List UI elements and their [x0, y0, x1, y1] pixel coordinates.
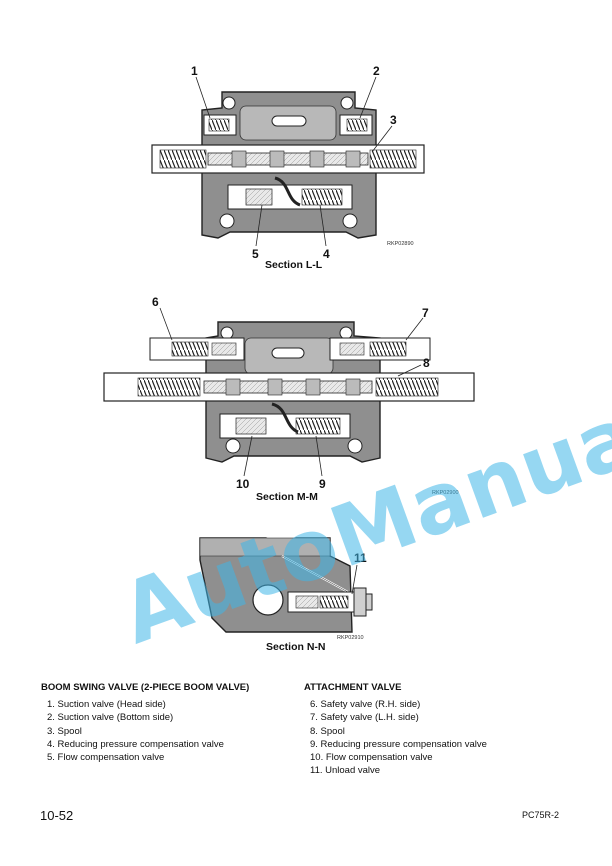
section-ll-ref-code: RKP02890 — [387, 241, 414, 247]
section-nn-drawing — [199, 537, 373, 633]
section-ll-callout-4: 4 — [323, 247, 330, 261]
section-nn-leaders — [351, 564, 358, 595]
page-number: 10-52 — [40, 808, 74, 823]
legend-item: 5. Flow compensation valve — [47, 752, 165, 764]
section-ll-leaders — [195, 76, 393, 247]
section-ll-callout-1: 1 — [191, 64, 198, 78]
section-ll-drawing — [151, 91, 425, 239]
section-ll-callout-5: 5 — [252, 247, 259, 261]
section-mm-leaders — [159, 307, 424, 477]
section-mm-drawing — [103, 321, 475, 463]
legend-item: 4. Reducing pressure compensation valve — [47, 738, 224, 750]
section-ll-callout-3: 3 — [390, 113, 397, 127]
section-ll-caption: Section L-L — [265, 259, 323, 271]
legend-item: 8. Spool — [310, 725, 345, 737]
section-mm-ref-code: RKP02900 — [432, 490, 459, 496]
legend-heading: BOOM SWING VALVE (2-PIECE BOOM VALVE) — [41, 682, 250, 693]
legend-item: 6. Safety valve (R.H. side) — [310, 699, 421, 711]
legend-attachment-valve: ATTACHMENT VALVE 6. Safety valve (R.H. s… — [304, 681, 487, 777]
legend-boom-swing-valve: BOOM SWING VALVE (2-PIECE BOOM VALVE) 1.… — [41, 681, 249, 764]
section-ll-callout-2: 2 — [373, 64, 380, 78]
legend-item: 3. Spool — [47, 725, 82, 737]
legend-item: 7. Safety valve (L.H. side) — [310, 712, 419, 724]
legend-heading: ATTACHMENT VALVE — [304, 682, 402, 693]
section-mm-callout-6: 6 — [152, 295, 159, 309]
section-mm-callout-8: 8 — [423, 356, 430, 370]
legend-item: 10. Flow compensation valve — [310, 752, 433, 764]
model-code: PC75R-2 — [522, 810, 560, 820]
legend-item: 11. Unload valve — [310, 765, 381, 777]
legend-item: 9. Reducing pressure compensation valve — [310, 738, 487, 750]
section-mm-caption: Section M-M — [256, 491, 318, 503]
legend-item: 2. Suction valve (Bottom side) — [47, 712, 174, 724]
section-nn-caption: Section N-N — [266, 641, 326, 653]
section-mm-callout-10: 10 — [236, 477, 250, 491]
section-nn-ref-code: RKP02910 — [337, 635, 364, 641]
section-nn-callout-11: 11 — [354, 551, 367, 565]
section-mm-callout-7: 7 — [422, 306, 429, 320]
legend-item: 1. Suction valve (Head side) — [47, 699, 166, 711]
section-mm-callout-9: 9 — [319, 477, 326, 491]
